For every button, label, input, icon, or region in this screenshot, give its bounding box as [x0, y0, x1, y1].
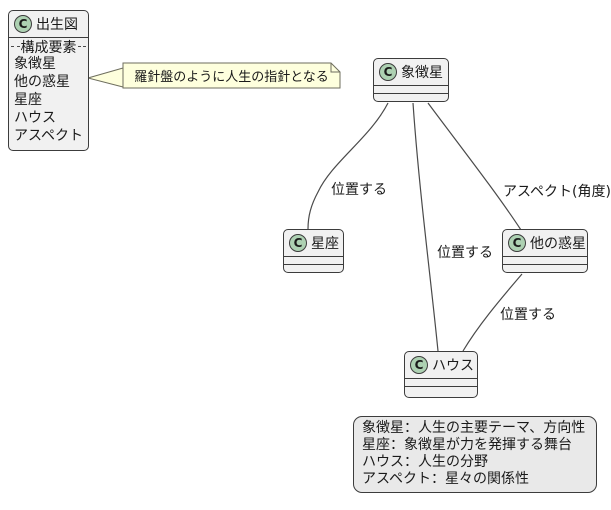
attribute-item: 他の惑星 — [14, 74, 70, 90]
legend-line: ハウス：人生の分野 — [362, 454, 488, 470]
attribute-item: ハウス — [14, 110, 56, 126]
note-connector — [86, 67, 124, 88]
class-box-other-planets: C 他の惑星 — [502, 229, 588, 273]
attribute-item: 象徴星 — [14, 56, 56, 72]
edge-label-symbol-to-sign: 位置する — [331, 182, 387, 198]
edge-label-symbol-to-planets: アスペクト(角度) — [503, 184, 611, 200]
empty-compartment — [405, 379, 477, 386]
note-fold-icon — [330, 63, 340, 73]
note: 羅針盤のように人生の指針となる — [134, 70, 329, 85]
empty-compartment — [374, 93, 448, 101]
class-title-other-planets: 他の惑星 — [530, 236, 586, 252]
attribute-item: 星座 — [14, 92, 42, 108]
class-icon: C — [410, 356, 428, 374]
class-title-sign: 星座 — [311, 236, 339, 252]
class-header-house: C ハウス — [405, 352, 477, 379]
legend-line: 象徴星：人生の主要テーマ、方向性 — [362, 420, 586, 436]
empty-compartment — [503, 264, 587, 272]
legend-line: アスペクト：星々の関係性 — [362, 471, 530, 487]
class-icon: C — [508, 234, 526, 252]
edge-planets-to-house — [462, 273, 523, 352]
empty-compartment — [284, 264, 343, 272]
edge-label-symbol-to-house: 位置する — [437, 245, 493, 261]
empty-compartment — [405, 386, 477, 394]
note-shape — [122, 62, 341, 89]
class-box-natal-chart: C 出生図 構成要素 象徴星 他の惑星 星座 ハウス アスペクト — [8, 10, 89, 151]
legend: 象徴星：人生の主要テーマ、方向性 星座：象徴星が力を発揮する舞台 ハウス：人生の… — [353, 416, 597, 493]
empty-compartment — [503, 257, 587, 264]
class-icon: C — [14, 15, 32, 33]
class-header-other-planets: C 他の惑星 — [503, 230, 587, 257]
class-header-symbol-star: C 象徴星 — [374, 59, 448, 86]
class-title-natal-chart: 出生図 — [36, 17, 78, 33]
class-header-sign: C 星座 — [284, 230, 343, 257]
edge-symbol-to-house — [412, 102, 439, 352]
class-title-symbol-star: 象徴星 — [401, 65, 443, 81]
class-box-symbol-star: C 象徴星 — [373, 58, 449, 102]
class-box-house: C ハウス — [404, 351, 478, 398]
attribute-item: アスペクト — [14, 128, 84, 144]
class-box-sign: C 星座 — [283, 229, 344, 273]
class-header-natal-chart: C 出生図 — [9, 11, 88, 38]
class-title-house: ハウス — [432, 358, 474, 374]
class-icon: C — [289, 234, 307, 252]
class-icon: C — [379, 63, 397, 81]
legend-line: 星座：象徴星が力を発揮する舞台 — [362, 437, 572, 453]
empty-compartment — [284, 257, 343, 264]
edge-label-planets-to-house: 位置する — [500, 307, 556, 323]
edge-symbol-to-planets — [427, 102, 522, 231]
edge-symbol-to-sign — [307, 102, 389, 230]
section-divider: 構成要素 — [9, 38, 88, 56]
empty-compartment — [374, 86, 448, 93]
